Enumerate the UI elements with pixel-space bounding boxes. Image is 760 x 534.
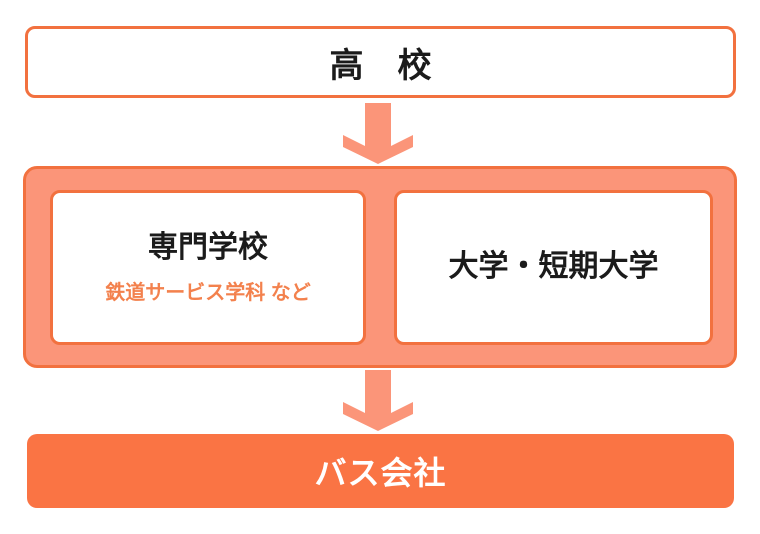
- vocational-school-department-label: 鉄道サービス学科 など: [105, 281, 311, 304]
- university-label: 大学・短期大学: [448, 250, 659, 284]
- vocational-school-box: 専門学校 鉄道サービス学科 など: [50, 190, 366, 345]
- high-school-label: 高 校: [329, 46, 432, 85]
- down-arrow-icon: [343, 103, 413, 164]
- bus-company-label: バス会社: [314, 455, 447, 491]
- high-school-box: 高 校: [25, 26, 736, 98]
- down-arrow-icon: [343, 370, 413, 431]
- vocational-school-label: 専門学校: [148, 231, 268, 265]
- university-box: 大学・短期大学: [394, 190, 713, 345]
- post-secondary-group: 専門学校 鉄道サービス学科 など 大学・短期大学: [23, 166, 737, 368]
- bus-company-box: バス会社: [27, 434, 734, 508]
